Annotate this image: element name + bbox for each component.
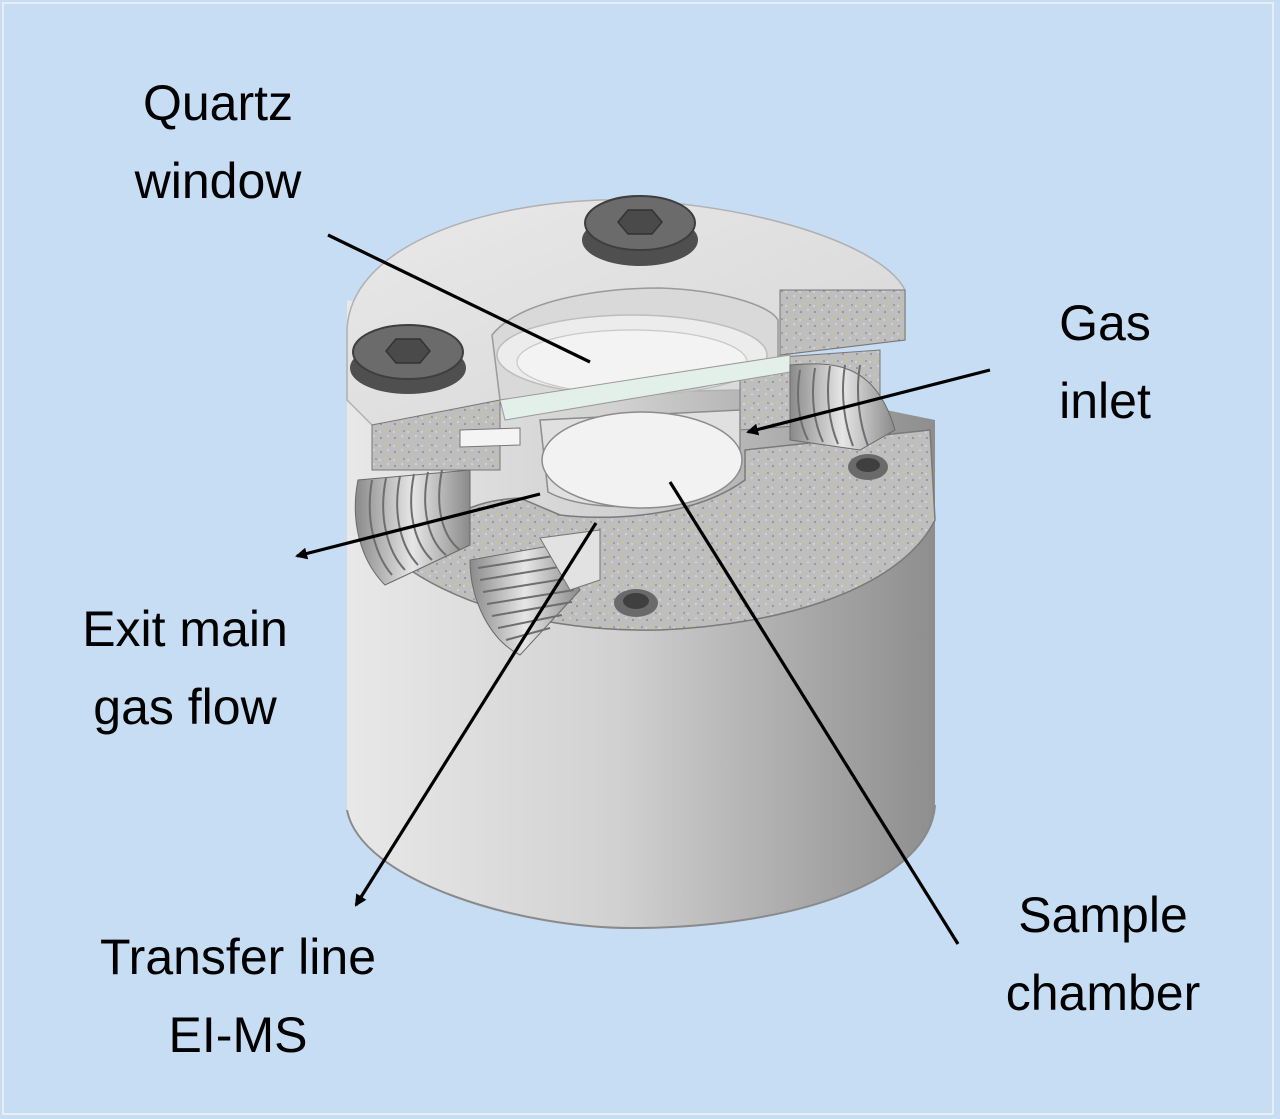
hex-socket-screw-icon — [582, 196, 698, 266]
threaded-hole-front — [614, 589, 658, 617]
label-sample-chamber: Sample chamber — [975, 876, 1231, 1032]
threaded-hole-right — [848, 454, 888, 480]
label-gas-inlet: Gas inlet — [1030, 284, 1180, 440]
sample-chamber-opening — [540, 410, 742, 508]
hex-socket-screw-icon — [350, 325, 466, 394]
label-exit-main-gas-flow: Exit main gas flow — [50, 590, 320, 746]
label-transfer-line: Transfer line EI-MS — [60, 918, 416, 1074]
label-quartz-window: Quartz window — [100, 64, 336, 220]
